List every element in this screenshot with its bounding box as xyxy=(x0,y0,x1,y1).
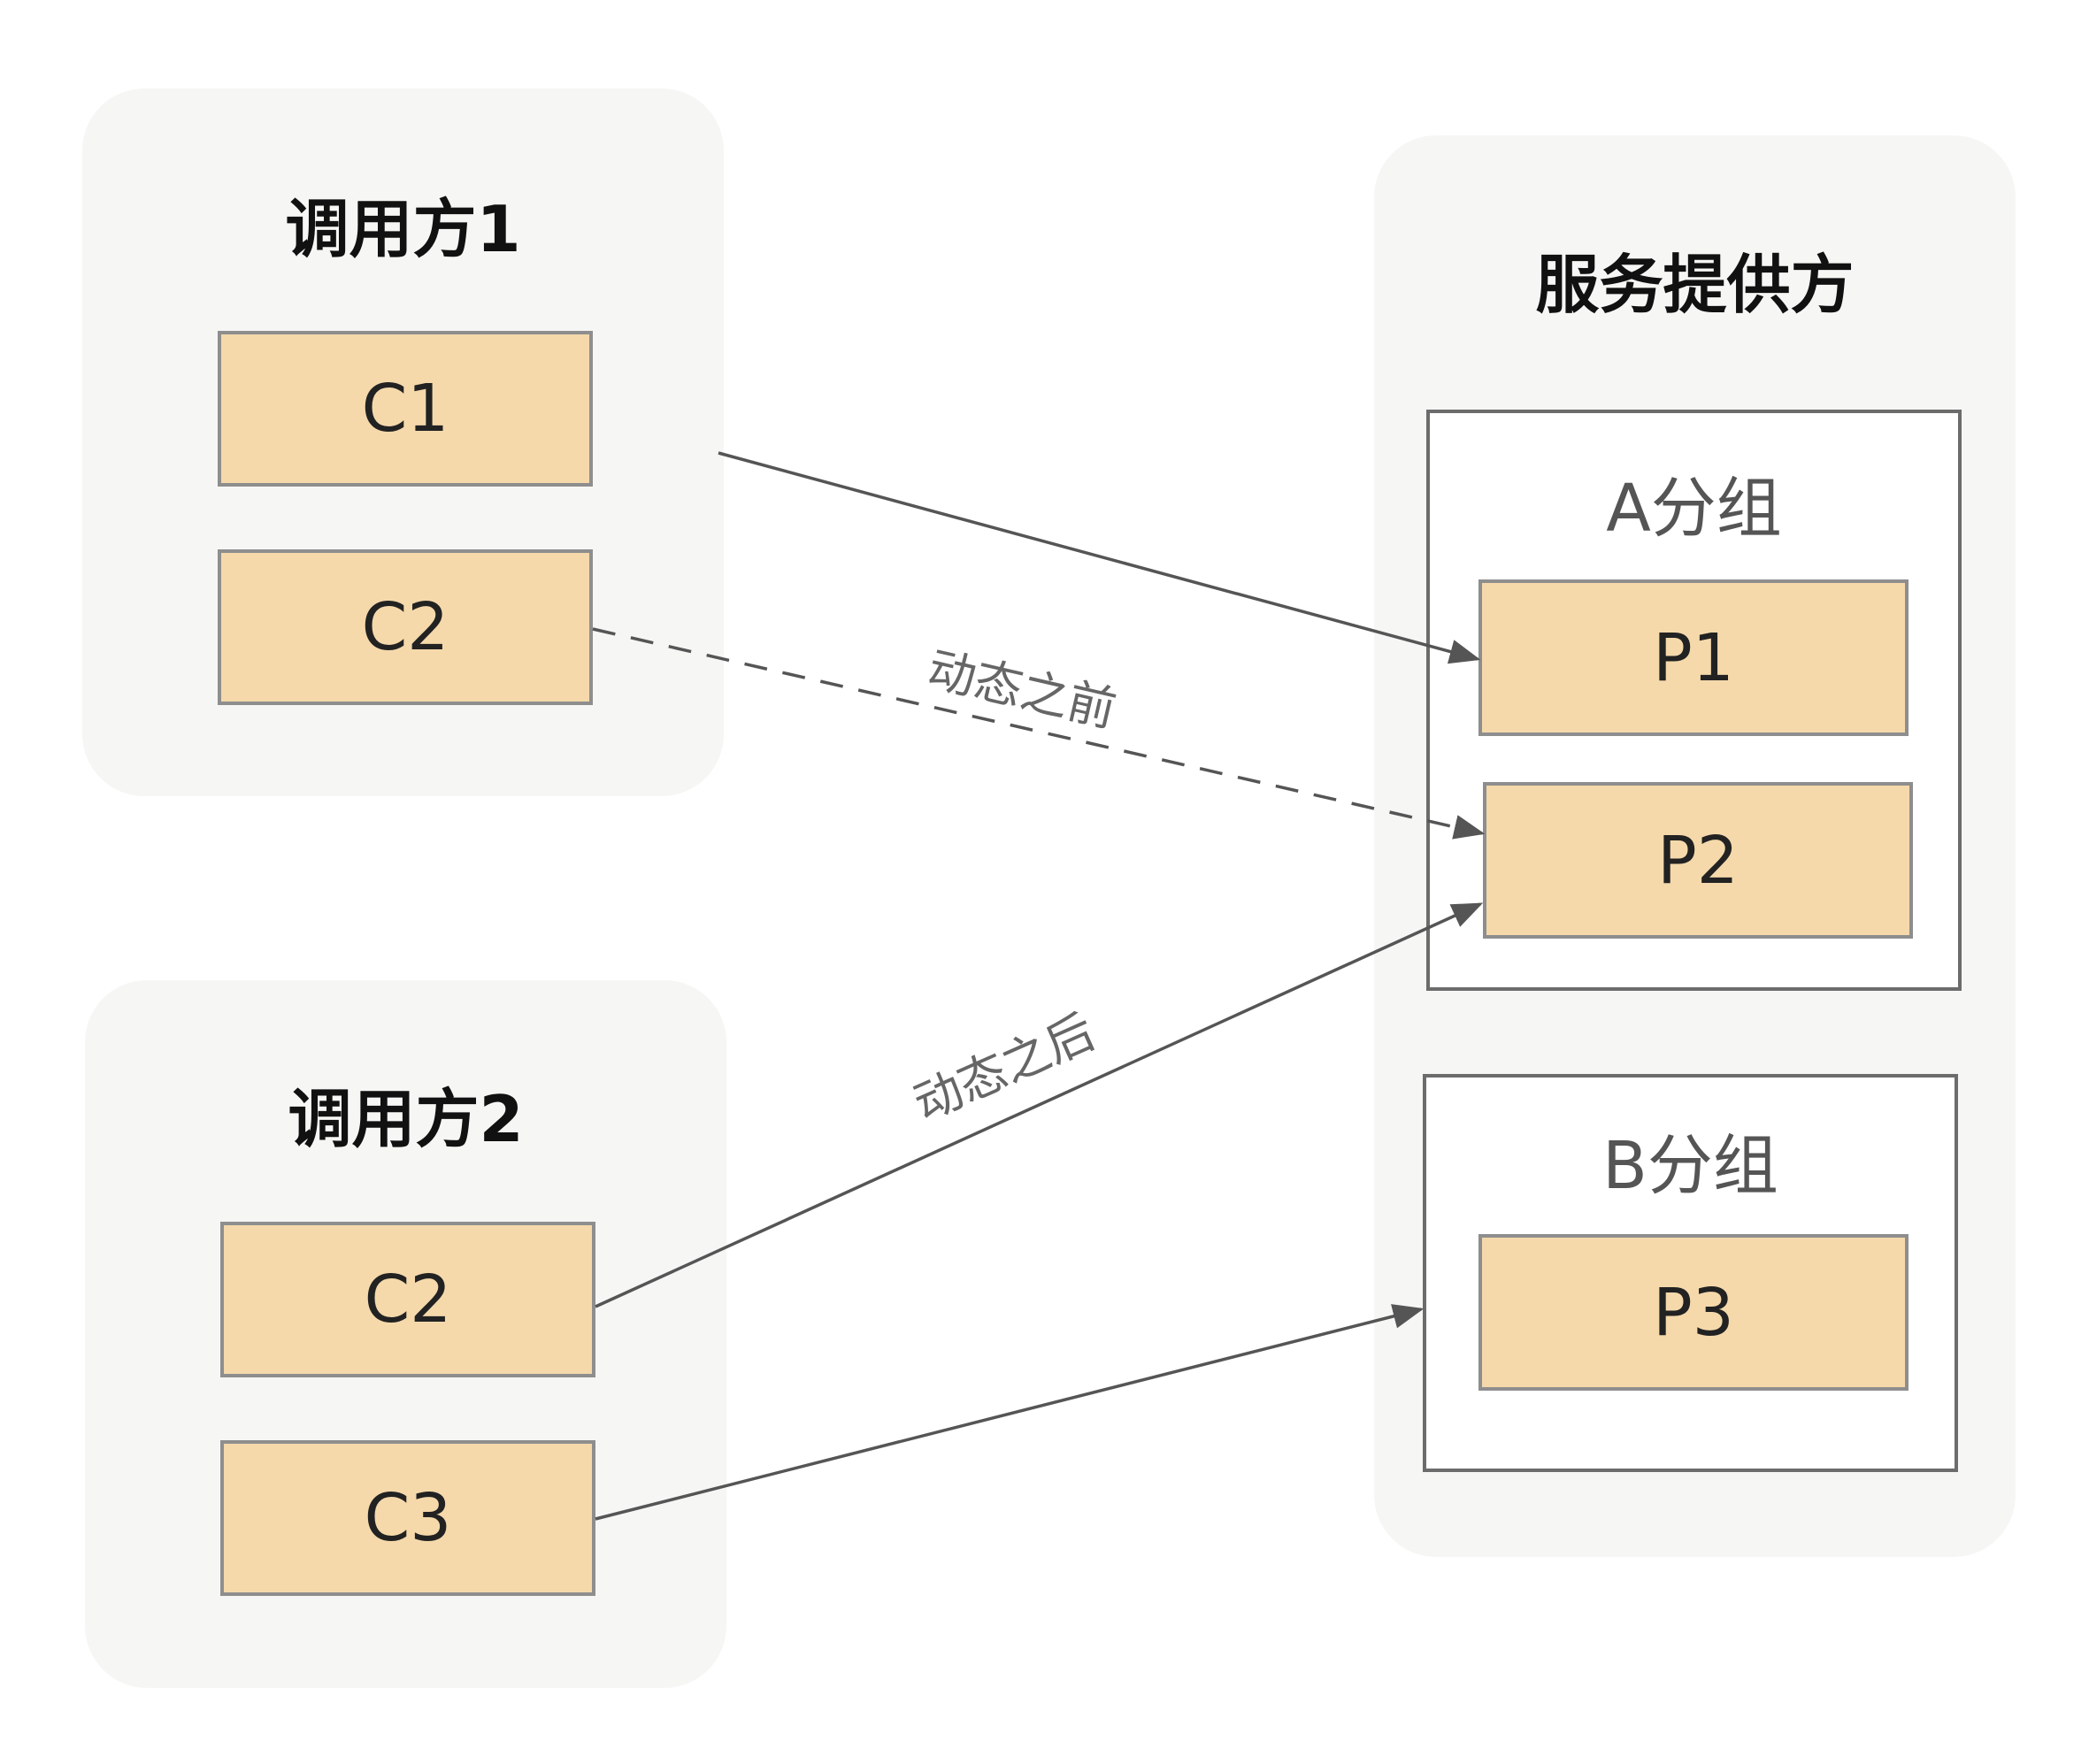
group-b-title: B分组 xyxy=(1602,1128,1778,1204)
provider-title: 服务提供方 xyxy=(1535,248,1855,322)
edge-c2-p2-before xyxy=(592,627,1486,840)
node-p2[interactable]: P2 xyxy=(1483,782,1913,939)
node-p1[interactable]: P1 xyxy=(1478,579,1909,736)
group-a-title: A分组 xyxy=(1606,471,1782,547)
node-c2-caller2[interactable]: C2 xyxy=(220,1222,595,1377)
caller-2-title: 调用方2 xyxy=(288,1082,524,1156)
node-c3[interactable]: C3 xyxy=(220,1440,595,1596)
caller-panel-2: 调用方2 xyxy=(85,980,726,1688)
node-p3[interactable]: P3 xyxy=(1478,1234,1909,1391)
node-c1[interactable]: C1 xyxy=(218,331,593,487)
caller-1-title: 调用方1 xyxy=(285,192,521,266)
node-c2-caller1[interactable]: C2 xyxy=(218,549,593,705)
edge-c3-group-b xyxy=(595,1304,1425,1521)
edge-c2-p2-after xyxy=(595,902,1484,1308)
edge-c1-p1 xyxy=(718,451,1481,664)
